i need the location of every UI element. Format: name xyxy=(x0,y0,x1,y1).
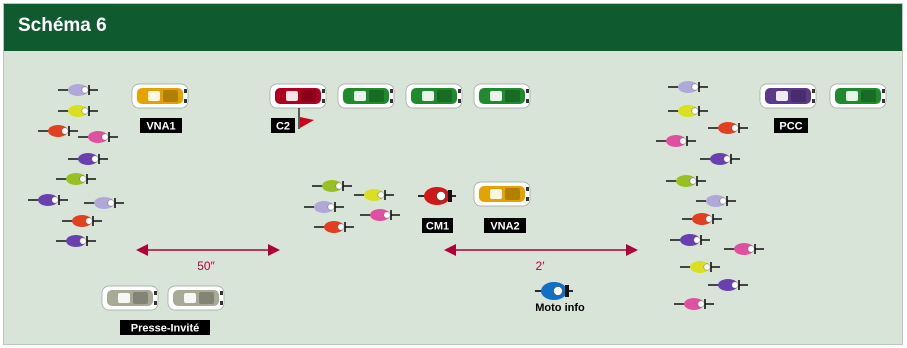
middle-group xyxy=(303,179,401,234)
rider-icon xyxy=(655,134,697,148)
presse-car-icon xyxy=(101,285,159,311)
vna1-label: VNA1 xyxy=(146,121,175,133)
vna2-label: VNA2 xyxy=(490,221,519,233)
diagram-title: Schéma 6 xyxy=(18,15,107,36)
cm1-tag xyxy=(422,218,453,233)
team-car-icon xyxy=(405,83,463,109)
vna2-tag xyxy=(484,218,526,233)
vna1-car-icon xyxy=(131,83,189,109)
rider-icon xyxy=(681,212,723,226)
presse-label: Presse-Invité xyxy=(131,323,199,335)
team-car-icon xyxy=(473,83,531,109)
rider-icon xyxy=(61,214,103,228)
presse-car-icon xyxy=(167,285,225,311)
vna2-car-icon xyxy=(473,181,531,207)
cm1-motorbike-icon xyxy=(417,186,457,206)
rider-icon xyxy=(55,234,97,248)
gap-left-label: 50″ xyxy=(197,259,215,273)
red-flag-icon xyxy=(300,117,314,128)
c2-label: C2 xyxy=(276,121,290,133)
gap-right-label: 2′ xyxy=(536,259,546,273)
presse-tag xyxy=(120,320,210,335)
rider-icon xyxy=(27,193,69,207)
rider-icon xyxy=(303,200,345,214)
rider-icon xyxy=(83,196,125,210)
gap-arrow-left xyxy=(136,244,280,256)
rider-icon xyxy=(313,220,355,234)
rear-peloton xyxy=(27,83,125,248)
moto-info-motorbike-icon xyxy=(534,281,574,301)
rider-icon xyxy=(669,233,711,247)
rider-icon xyxy=(359,208,401,222)
rider-icon xyxy=(55,172,97,186)
rider-icon xyxy=(67,152,109,166)
team-car-icon xyxy=(829,83,887,109)
pcc-tag xyxy=(774,118,808,133)
rider-icon xyxy=(57,83,99,97)
moto-info-label: Moto info xyxy=(535,302,585,314)
rider-icon xyxy=(695,194,737,208)
rider-icon xyxy=(707,121,749,135)
rider-icon xyxy=(353,188,395,202)
c2-tag xyxy=(271,118,295,133)
rider-icon xyxy=(707,278,749,292)
gap-arrow-right xyxy=(444,244,638,256)
rider-icon xyxy=(679,260,721,274)
pcc-label: PCC xyxy=(779,121,802,133)
cm1-label: CM1 xyxy=(426,221,449,233)
rider-icon xyxy=(723,242,765,256)
rider-icon xyxy=(77,130,119,144)
leading-group xyxy=(655,80,765,311)
team-car-icon xyxy=(337,83,395,109)
rider-icon xyxy=(667,80,709,94)
rider-icon xyxy=(57,104,99,118)
rider-icon xyxy=(673,297,715,311)
rider-icon xyxy=(311,179,353,193)
rider-icon xyxy=(665,174,707,188)
rider-icon xyxy=(699,152,741,166)
race-convoy-scene: VNA1 C2 CM1 VNA2 50″ xyxy=(27,80,887,335)
rider-icon xyxy=(37,124,79,138)
vna1-tag xyxy=(140,118,182,133)
diagram-frame: Schéma 6 xyxy=(3,3,903,345)
title-bar: Schéma 6 xyxy=(4,4,902,51)
pcc-car-icon xyxy=(759,83,817,109)
c2-car-icon xyxy=(269,83,327,109)
rider-icon xyxy=(667,104,709,118)
